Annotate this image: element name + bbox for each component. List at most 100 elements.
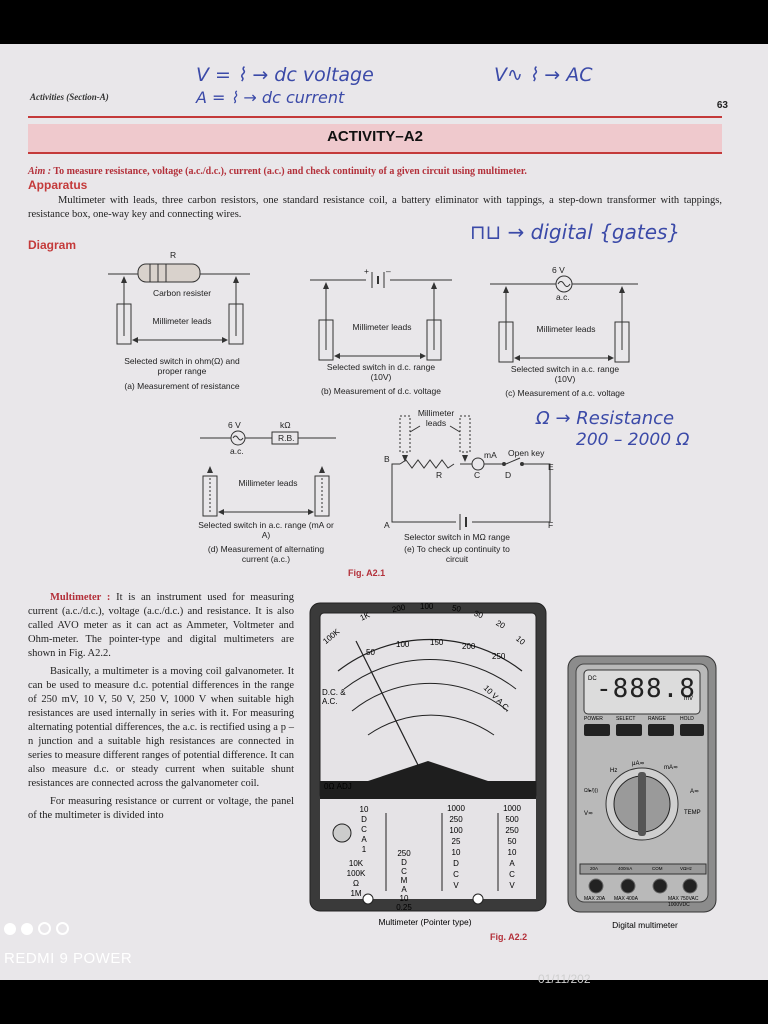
fig-e-f: F — [548, 520, 554, 530]
multimeter-text-column: Multimeter : It is an instrument used fo… — [28, 591, 294, 827]
fig-d-switch: Selected switch in a.c. range (mA or A) — [198, 520, 334, 540]
aim-text: To measure resistance, voltage (a.c./d.c… — [53, 166, 527, 177]
socket-name-400ma: 400mA — [618, 866, 633, 871]
socket-label-20a: MAX 20A — [584, 896, 606, 902]
button-label-select: SELECT — [616, 716, 636, 722]
multimeter-paragraph-2: Basically, a multimeter is a moving coil… — [28, 666, 294, 789]
fig-b-caption: (b) Measurement of d.c. voltage — [320, 386, 441, 396]
pointer-meter-terminal-left[interactable] — [362, 893, 374, 905]
socket-com[interactable] — [652, 878, 668, 894]
ohm-adjust-knob[interactable] — [332, 823, 352, 843]
dial-label-v: V≂ — [584, 811, 594, 817]
fig-a-caption: (a) Measurement of resistance — [124, 381, 240, 391]
dial-label-hz: Hz — [610, 768, 618, 774]
digital-meter-caption: Digital multimeter — [612, 920, 678, 930]
lcd-unit: mV — [684, 696, 693, 702]
header-rule — [28, 116, 722, 118]
fig-a-component: Carbon resister — [152, 288, 212, 298]
apparatus-heading: Apparatus — [28, 178, 88, 192]
dial-label-ohm: Ω/▸/))) — [584, 788, 599, 794]
carbon-resistor — [137, 263, 201, 283]
fig-e-b: B — [384, 454, 390, 464]
fig-d-caption: (d) Measurement of alternating current (… — [207, 544, 325, 564]
aim-line: Aim : To measure resistance, voltage (a.… — [28, 166, 748, 177]
title-band — [28, 124, 722, 154]
fig-b-minus: – — [386, 266, 391, 276]
scale-dc-ac-label: D.C. & A.C. — [322, 688, 346, 706]
socket-20a[interactable] — [588, 878, 604, 894]
handwritten-note-ac: V∿ ⌇ → AC — [494, 64, 593, 86]
figure-c-ac-voltage — [490, 275, 638, 363]
handwritten-note-range: 200 – 2000 Ω — [576, 430, 690, 450]
power-button[interactable] — [584, 724, 610, 736]
activity-title: ACTIVITY–A2 — [327, 128, 423, 145]
fig-e-e: E — [548, 462, 554, 472]
lcd-display — [583, 669, 701, 715]
lead-probe-left — [116, 303, 132, 345]
dial-label-ua: μA≂ — [632, 761, 645, 767]
handwritten-note-resistance: Ω → Resistance — [536, 408, 675, 429]
dial-label-ma: mA≂ — [664, 765, 679, 771]
fig-c-ac: a.c. — [556, 292, 570, 302]
fig-e-r: R — [436, 470, 443, 480]
scale-top-4: 50 — [451, 603, 462, 614]
fig-e-a: A — [384, 520, 390, 530]
pointer-multimeter-figure — [309, 602, 547, 912]
fig-d-leads: Millimeter leads — [238, 478, 298, 488]
select-button[interactable] — [616, 724, 642, 736]
fig-e-ma: mA — [484, 450, 497, 460]
fig-d-kohm: kΩ — [280, 420, 291, 430]
ohm-adj-label: 0Ω ADJ — [324, 782, 352, 791]
fig-c-caption: (c) Measurement of a.c. voltage — [505, 388, 625, 398]
figure-a-resistance — [108, 263, 250, 345]
date-stamp: 01/11/202 — [538, 972, 591, 986]
lead-probe-right — [228, 303, 244, 345]
fig-a-leads: Millimeter leads — [152, 316, 212, 326]
diagram-heading: Diagram — [28, 238, 77, 252]
socket-vohmhz[interactable] — [682, 878, 698, 894]
fig-e-d: D — [505, 470, 512, 480]
fig-e-switch: Selector switch in MΩ range — [403, 532, 511, 542]
fig-d-rb: R.B. — [278, 433, 295, 443]
fig-d-volt: 6 V — [228, 420, 241, 430]
handwritten-note-digital: ⊓⊔ → digital {gates} — [470, 220, 681, 244]
pointer-meter-caption: Multimeter (Pointer type) — [378, 917, 472, 927]
lcd-dc-label: DC — [588, 676, 597, 682]
aim-label: Aim : — [28, 166, 52, 177]
socket-name-com: COM — [652, 866, 663, 871]
fig-a-r-label: R — [170, 250, 177, 260]
resistance-box — [271, 431, 299, 445]
fig-e-circuit-loop — [391, 463, 551, 523]
milliammeter-symbol — [471, 457, 485, 471]
figure-b-dc-voltage — [310, 272, 452, 361]
fig-e-c: C — [474, 470, 481, 480]
fig-b-switch: Selected switch in d.c. range (10V) — [326, 362, 436, 382]
range-button[interactable] — [648, 724, 674, 736]
multimeter-paragraph-3: For measuring resistance or current or v… — [28, 796, 294, 821]
fig-e-open-key: Open key — [508, 448, 545, 458]
pointer-meter-terminal-right[interactable] — [472, 893, 484, 905]
dc-scale-arc — [343, 659, 517, 690]
fig-c-volt: 6 V — [552, 265, 565, 275]
socket-400ma[interactable] — [620, 878, 636, 894]
ohm-scale-arc — [337, 638, 523, 672]
socket-label-400a: MAX 400A — [614, 896, 638, 902]
fig-b-plus: + — [364, 266, 369, 276]
hold-button[interactable] — [680, 724, 704, 736]
fig-d-ac: a.c. — [230, 446, 244, 456]
pointer-meter-range-panel — [320, 799, 536, 899]
fig-c-leads: Millimeter leads — [536, 324, 596, 334]
handwritten-note-dc-voltage: V = ⌇ → dc voltage — [196, 64, 374, 86]
figure-e-continuity — [391, 415, 551, 530]
camera-watermark: REDMI 9 POWER — [4, 950, 133, 967]
dial-label-temp: TEMP — [684, 810, 701, 816]
multimeter-paragraph-1: Multimeter : It is an instrument used fo… — [28, 592, 295, 659]
scale-mid-4: 250 — [492, 652, 506, 661]
fig-b-leads: Millimeter leads — [352, 322, 412, 332]
apparatus-text: Multimeter with leads, three carbon resi… — [28, 195, 722, 220]
fig-a2-2-label: Fig. A2.2 — [490, 932, 528, 942]
